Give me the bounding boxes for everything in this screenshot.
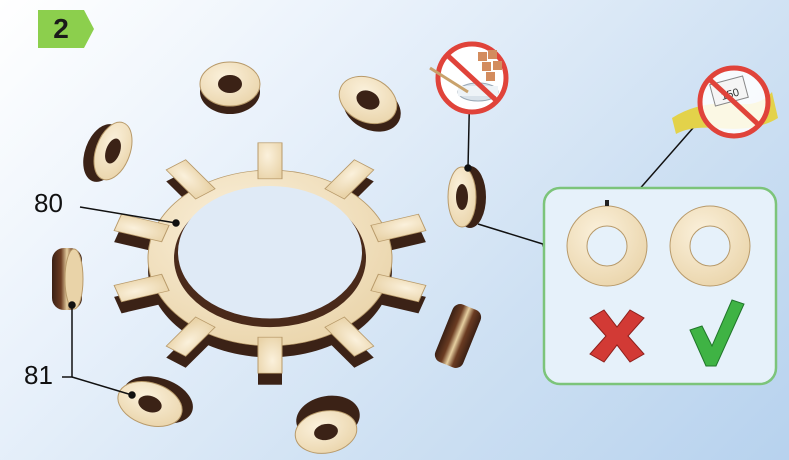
spacer-ring — [432, 302, 483, 371]
spacer-ring — [52, 248, 83, 310]
comparison-panel — [544, 188, 776, 384]
spacer-ring — [448, 166, 486, 228]
step-number: 2 — [38, 10, 84, 48]
spacer-ring — [292, 391, 364, 458]
no-glue-icon — [430, 44, 506, 112]
callout-80: 80 — [34, 190, 63, 216]
callout-81: 81 — [24, 362, 53, 388]
ring-correct — [670, 206, 750, 286]
spacer-ring — [76, 117, 139, 187]
step-badge: 2 — [38, 10, 94, 48]
spacer-ring — [112, 368, 199, 434]
spacer-ring — [200, 62, 260, 114]
gear-ring-part-80 — [114, 143, 426, 385]
no-sandpaper-icon: 150 — [672, 68, 778, 136]
spacer-ring — [332, 67, 409, 140]
